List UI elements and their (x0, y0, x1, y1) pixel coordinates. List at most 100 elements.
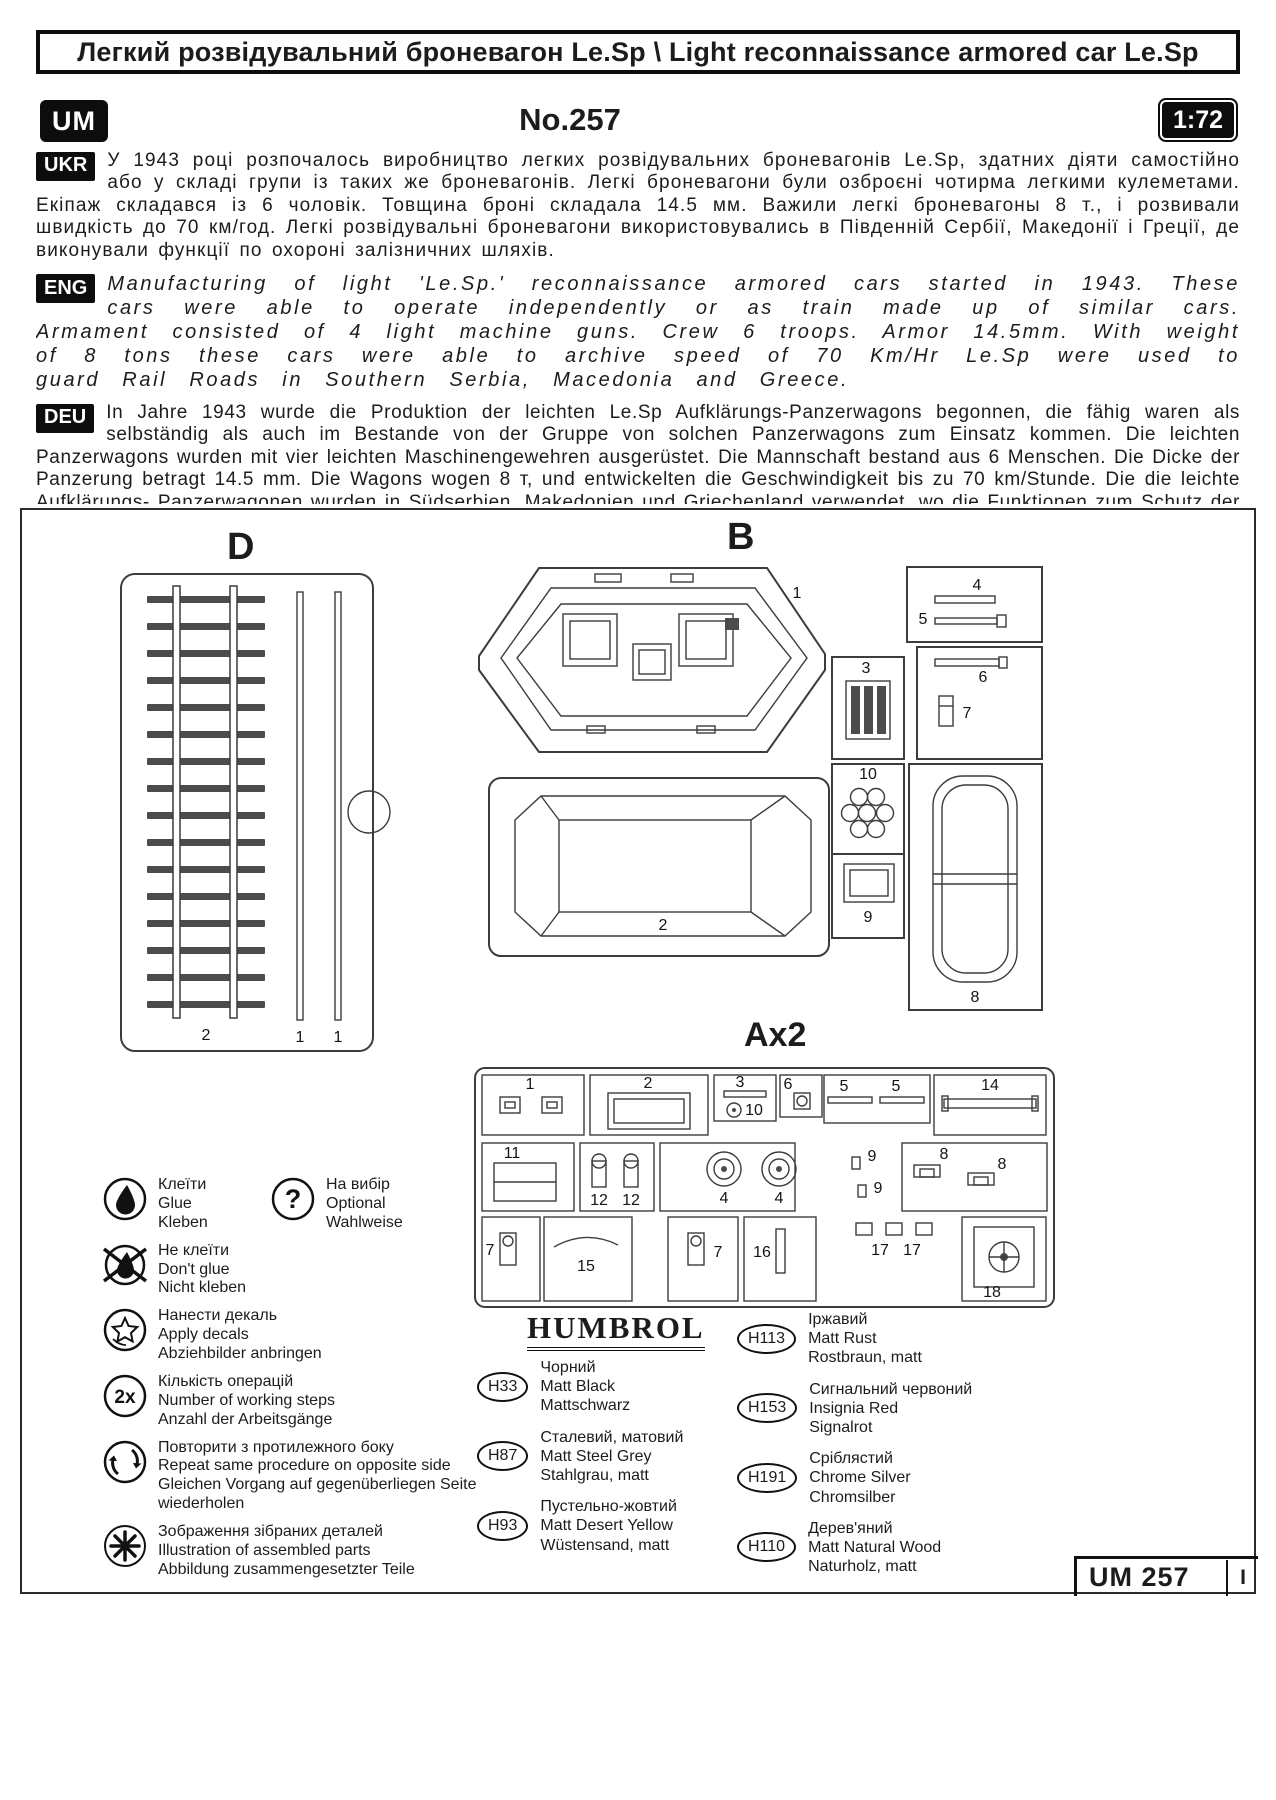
legend-repeat: Повторити з протилежного боку Repeat sam… (102, 1439, 487, 1515)
paint-name-de: Wüstensand, matt (540, 1536, 670, 1554)
hull-part (488, 777, 830, 957)
legend-glue-de: Kleben (158, 1213, 208, 1231)
symbol-legend: Клеїти Glue Kleben ? На вибір Optio (102, 1176, 487, 1589)
legend-dont-glue: Не клеїти Don't glue Nicht kleben (102, 1242, 487, 1299)
part-label: 14 (981, 1077, 999, 1094)
parts-diagram-box: D B Ax2 2 1 (20, 508, 1258, 1596)
part-label: 1 (296, 1029, 305, 1046)
paint-h191: H191 Сріблястий Chrome Silver Chromsilbe… (737, 1449, 1017, 1507)
paint-code: H87 (477, 1441, 529, 1472)
part-label: 3 (862, 660, 871, 677)
part-label: 8 (940, 1146, 949, 1163)
small-parts-boxes (831, 566, 1043, 1011)
lang-tag-eng: ENG (36, 274, 96, 304)
page-title: Легкий розвідувальний броневагон Le.Sp \… (77, 36, 1199, 67)
legend-decals-de: Abziehbilder anbringen (158, 1345, 322, 1362)
track-rails (172, 585, 238, 1019)
part-label: 3 (736, 1074, 745, 1091)
part-label: 7 (486, 1242, 495, 1259)
part-label: 7 (714, 1244, 723, 1261)
part-label: 9 (864, 909, 873, 926)
paint-h87: H87 Сталевий, матовий Matt Steel Grey St… (477, 1428, 757, 1486)
paint-name-uk: Сріблястий (809, 1450, 893, 1468)
part-label: 1 (526, 1076, 535, 1093)
repeat-arrows-icon (102, 1439, 148, 1485)
paint-name-en: Insignia Red (809, 1399, 899, 1417)
part-label: 10 (745, 1102, 763, 1119)
paint-name-uk: Іржавий (808, 1311, 868, 1328)
legend-steps-en: Number of working steps (158, 1391, 335, 1409)
footer-page-number: I (1226, 1559, 1258, 1596)
scale-text: 1:72 (1172, 105, 1224, 134)
paint-code: H153 (737, 1393, 798, 1424)
track-ties (147, 596, 265, 1008)
paint-name-de: Naturholz, matt (808, 1558, 917, 1576)
paint-h153: H153 Сигнальний червоний Insignia Red Si… (737, 1380, 1017, 1438)
footer-kit-code: UM 257 (1089, 1562, 1190, 1592)
legend-dont-glue-en: Don't glue (158, 1260, 230, 1278)
legend-assembled: Зображення зібраних деталей Illustration… (102, 1523, 487, 1580)
sprue-b-label: B (727, 516, 755, 558)
fittings-row2 (481, 1142, 1048, 1212)
svg-text:?: ? (285, 1184, 302, 1214)
asterisk-icon (102, 1523, 148, 1569)
paint-column-right: H113 Іржавий Matt Rust Rostbraun, matt H… (737, 1310, 1017, 1588)
part-label: 6 (979, 669, 988, 686)
part-label: 15 (577, 1258, 595, 1275)
fittings-row3 (481, 1216, 1047, 1302)
paint-h93: H93 Пустельно-жовтий Matt Desert Yellow … (477, 1497, 757, 1555)
paint-name-de: Signalrot (809, 1418, 873, 1436)
paint-name-en: Matt Black (540, 1378, 616, 1396)
legend-decals-uk: Нанести декаль (158, 1307, 278, 1325)
paint-name-en: Matt Rust (808, 1330, 877, 1348)
part-label: 2 (659, 917, 668, 934)
scale-badge: 1:72 (1158, 98, 1238, 142)
paint-name-en: Matt Natural Wood (808, 1538, 942, 1556)
description-eng-text: Manufacturing of light 'Le.Sp.' reconnai… (36, 273, 1240, 392)
part-label: 4 (973, 577, 982, 594)
legend-optional-de: Wahlweise (326, 1213, 403, 1231)
no-glue-icon (102, 1242, 148, 1288)
part-label: 11 (504, 1145, 521, 1162)
part-label: 7 (963, 705, 972, 722)
legend-optional-en: Optional (326, 1194, 386, 1212)
paint-h110: H110 Дерев'яний Matt Natural Wood Naturh… (737, 1519, 1017, 1577)
lang-tag-deu: DEU (36, 404, 95, 433)
paint-name-de: Rostbraun, matt (808, 1349, 922, 1367)
svg-text:2x: 2x (114, 1387, 136, 1408)
fittings-row1 (481, 1074, 1047, 1136)
legend-glue-en: Glue (158, 1194, 192, 1212)
part-label: 12 (622, 1192, 640, 1209)
sprue-d-drawing: 2 1 1 (120, 573, 391, 1052)
legend-optional: ? На вибір Optional Wahlweise (270, 1176, 403, 1233)
um-brand-logo: UM (40, 100, 108, 142)
part-label: 4 (775, 1190, 784, 1207)
footer-kit-badge: UM 257 I (1074, 1556, 1258, 1596)
legend-dont-glue-uk: Не клеїти (158, 1241, 230, 1259)
paint-name-uk: Пустельно-жовтий (540, 1498, 677, 1516)
legend-steps-de: Anzahl der Arbeitsgänge (158, 1410, 333, 1428)
paint-name-de: Chromsilber (809, 1488, 896, 1506)
legend-dont-glue-de: Nicht kleben (158, 1279, 247, 1297)
part-label: 2 (202, 1027, 211, 1044)
part-label: 12 (590, 1192, 608, 1209)
legend-steps-uk: Кількість операцій (158, 1372, 294, 1390)
legend-repeat-en: Repeat same procedure on opposite side (158, 1457, 451, 1475)
sprue-a-drawing: 1 2 3 10 6 5 5 14 11 12 12 4 4 9 9 8 8 7… (474, 1067, 1055, 1308)
kit-number: No.257 (519, 102, 621, 137)
part-label: 4 (720, 1190, 729, 1207)
paint-code: H110 (737, 1532, 797, 1563)
paint-name-de: Stahlgrau, matt (540, 1466, 649, 1484)
decal-star-icon (102, 1307, 148, 1353)
legend-steps: 2x Кількість операцій Number of working … (102, 1373, 487, 1430)
description-deu-text: In Jahre 1943 wurde die Produktion der l… (36, 402, 1240, 504)
part-label: 9 (874, 1180, 883, 1197)
paint-h33: H33 Чорний Matt Black Mattschwarz (477, 1358, 757, 1416)
legend-decals-en: Apply decals (158, 1326, 249, 1344)
paint-name-uk: Дерев'яний (808, 1519, 893, 1537)
paint-name-en: Matt Desert Yellow (540, 1517, 673, 1535)
paint-name-uk: Чорний (540, 1359, 596, 1376)
sprue-hole (347, 790, 391, 834)
